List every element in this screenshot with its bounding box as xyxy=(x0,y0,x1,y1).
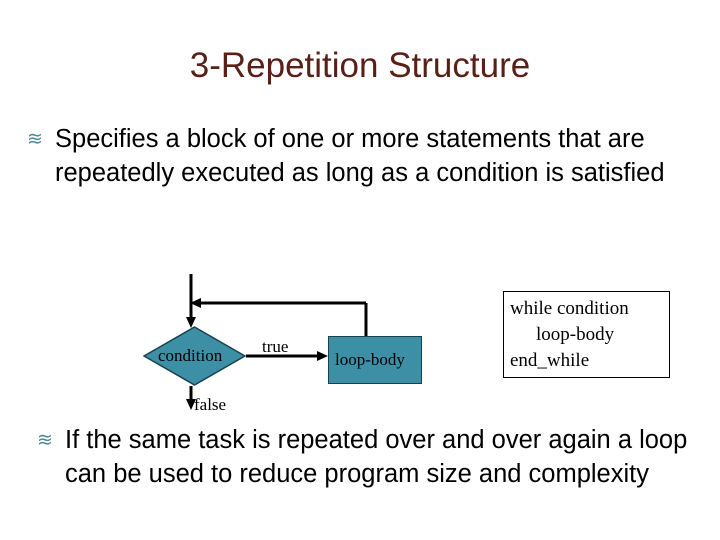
pseudocode-line-while: while condition xyxy=(510,298,629,319)
bullet-text-1: Specifies a block of one or more stateme… xyxy=(55,125,665,187)
bullet-paragraph-1: ≋ Specifies a block of one or more state… xyxy=(27,122,699,190)
condition-decision-shape xyxy=(143,326,246,386)
true-branch-label: true xyxy=(262,337,289,356)
condition-shape-label: condition xyxy=(158,346,223,365)
pseudocode-line-endwhile: end_while xyxy=(510,350,590,371)
pseudocode-line-body: loop-body xyxy=(536,324,615,345)
loop-body-shape-label: loop-body xyxy=(335,350,405,369)
page-title: 3-Repetition Structure xyxy=(189,46,531,85)
bullet-paragraph-2: ≋ If the same task is repeated over and … xyxy=(37,423,702,491)
false-branch-label: false xyxy=(194,395,227,414)
bullet-marker-icon: ≋ xyxy=(27,128,43,150)
loop-body-process-shape xyxy=(328,336,422,384)
pseudocode-panel: while condition loop-body end_while xyxy=(503,291,670,378)
bullet-marker-icon: ≋ xyxy=(37,429,53,451)
bullet-text-2: If the same task is repeated over and ov… xyxy=(65,426,688,488)
